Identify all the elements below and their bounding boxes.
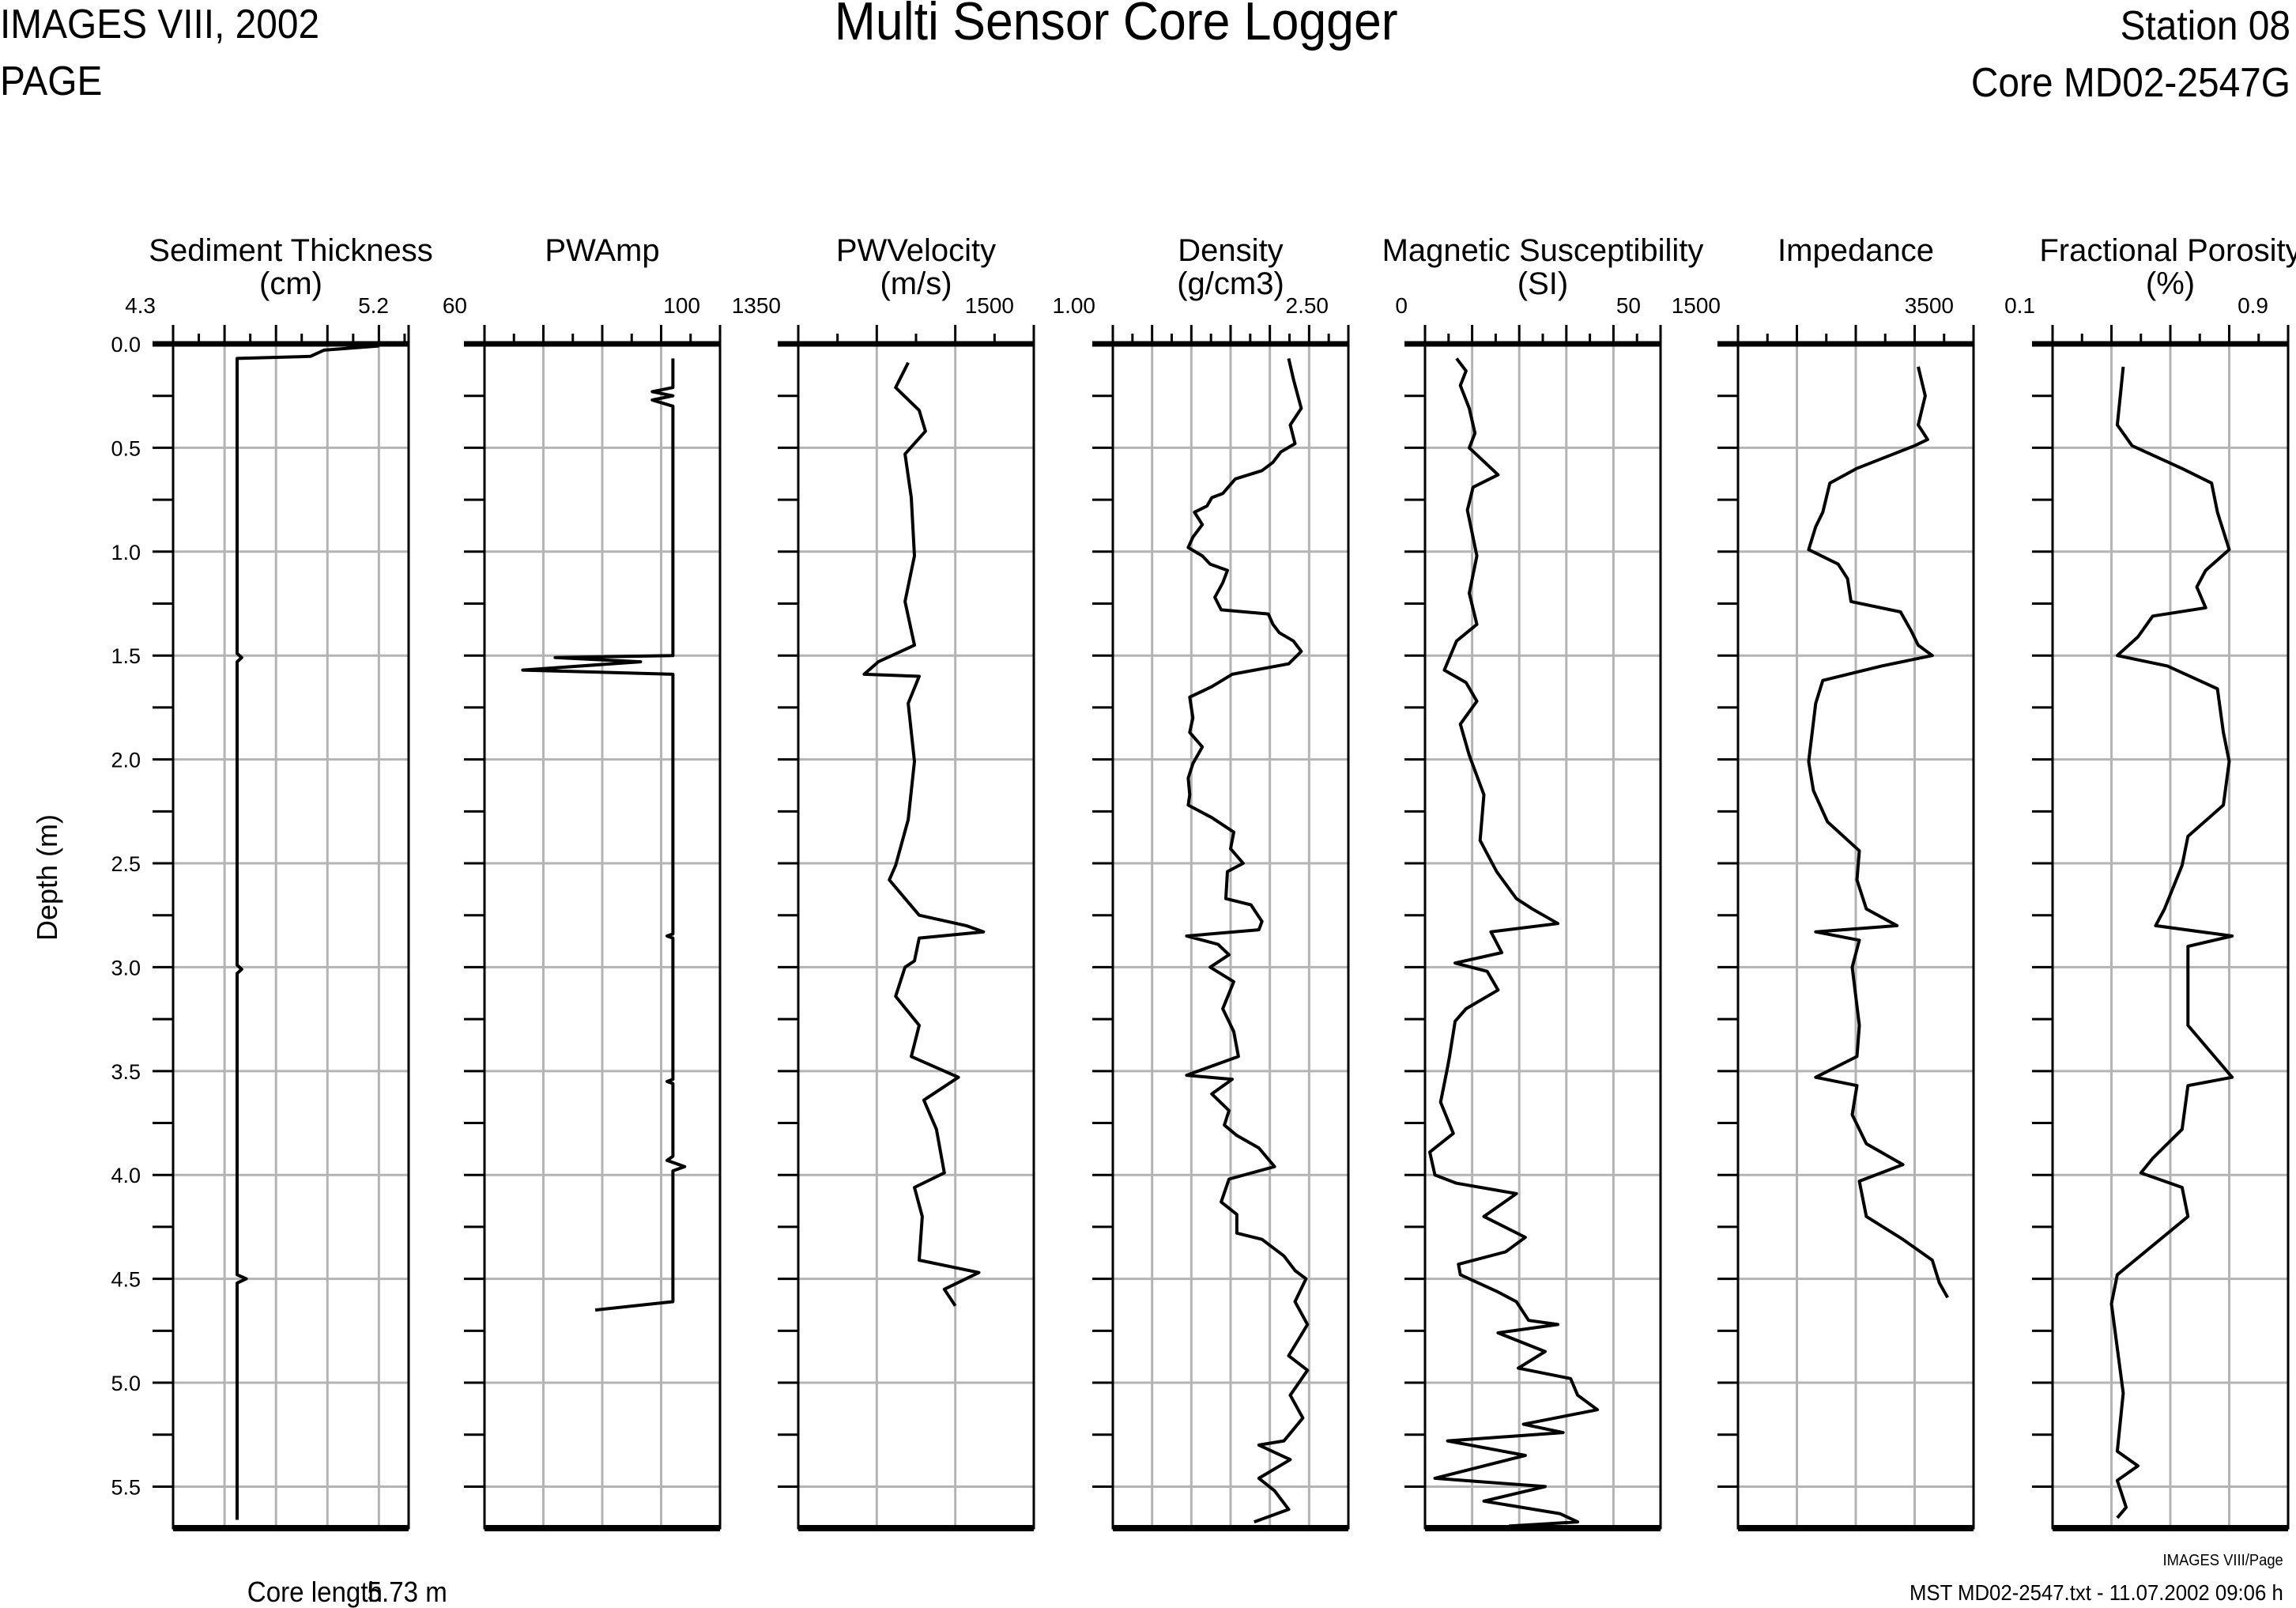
axis-min-label: 0.1 (2004, 293, 2035, 318)
chart-title: Multi Sensor Core Logger (835, 0, 1398, 51)
y-tick-label: 2.0 (111, 749, 141, 772)
axis-max-label: 1500 (965, 293, 1014, 318)
axis-min-label: 0 (1395, 293, 1408, 318)
panel-frame (172, 342, 410, 1530)
axis-min-label: 1.00 (1053, 293, 1096, 318)
panel-impedance: Impedance 1500 3500 (1672, 233, 1975, 1531)
header-page: PAGE (0, 58, 102, 104)
panel-magnetic-susceptibility: Magnetic Susceptibility(SI) 0 50 (1382, 233, 1704, 1531)
axis-min-label: 1350 (732, 293, 781, 318)
panel-title: PWAmp (545, 233, 659, 268)
axis-max-label: 50 (1616, 293, 1641, 318)
header-core: Core MD02-2547G (1971, 59, 2290, 105)
y-tick-label: 1.5 (111, 644, 141, 668)
axis-min-label: 4.3 (125, 293, 156, 318)
panel-frame (797, 342, 1035, 1530)
panel-pwvelocity: PWVelocity(m/s) 1350 1500 (732, 233, 1035, 1531)
y-tick-label: 4.5 (111, 1268, 141, 1292)
data-series-line (2109, 366, 2234, 1519)
panel-unit: (cm) (259, 266, 322, 301)
header-expedition: IMAGES VIII, 2002 (0, 1, 319, 47)
panel-sediment-thickness: Sediment Thickness(cm) 4.3 5.2 (125, 233, 433, 1531)
data-series-line (1185, 357, 1310, 1523)
panel-title: Fractional Porosity (2039, 233, 2296, 268)
axis-max-label: 0.9 (2238, 293, 2268, 318)
data-series-line (236, 344, 379, 1520)
panel-unit: (m/s) (880, 266, 952, 301)
panel-title: PWVelocity (836, 233, 996, 268)
axis-max-label: 100 (663, 293, 700, 318)
y-tick-label: 3.5 (111, 1060, 141, 1084)
panel-title: Density (1178, 233, 1283, 268)
y-tick-labels: 0.0 0.5 1.0 1.5 2.0 2.5 3.0 3.5 4.0 4.5 5.0 5.5 (111, 333, 141, 1499)
y-tick-label: 0.0 (111, 333, 141, 357)
y-tick-label: 0.5 (111, 436, 141, 460)
core-length-label: Core length (247, 1577, 383, 1608)
panel-pwamp: PWAmp 60 100 (443, 233, 722, 1531)
header-station: Station 08 (2121, 2, 2290, 48)
y-axis-label: Depth (m) (31, 814, 63, 941)
data-series-line (862, 361, 986, 1307)
y-tick-label: 3.0 (111, 956, 141, 980)
panel-unit: (%) (2146, 266, 2195, 301)
y-tick-label: 4.0 (111, 1164, 141, 1187)
panel-fractional-porosity: Fractional Porosity(%) 0.1 0.9 (2004, 233, 2296, 1531)
axis-max-label: 2.50 (1286, 293, 1329, 318)
panel-title: Magnetic Susceptibility (1382, 233, 1704, 268)
panel-title: Impedance (1778, 233, 1934, 268)
footer-note: IMAGES VIII/Page (2163, 1552, 2283, 1569)
data-series-line (521, 358, 687, 1312)
axis-max-label: 3500 (1905, 293, 1954, 318)
axis-min-label: 1500 (1672, 293, 1721, 318)
panel-title: Sediment Thickness (149, 233, 432, 268)
core-length-value: 5.73 m (368, 1577, 447, 1608)
y-tick-label: 5.5 (111, 1475, 141, 1499)
footer-file-info: MST MD02-2547.txt - 11.07.2002 09:06 h (1910, 1580, 2283, 1605)
panel-unit: (g/cm3) (1177, 266, 1284, 301)
data-series-line (1428, 357, 1600, 1528)
y-tick-label: 1.0 (111, 541, 141, 564)
panel-unit: (SI) (1517, 266, 1568, 301)
y-tick-label: 2.5 (111, 852, 141, 876)
y-tick-label: 5.0 (111, 1372, 141, 1395)
axis-max-label: 5.2 (358, 293, 389, 318)
panel-density: Density(g/cm3) 1.00 2.50 (1053, 233, 1350, 1531)
axis-min-label: 60 (443, 293, 467, 318)
data-series-line (1807, 366, 1949, 1299)
